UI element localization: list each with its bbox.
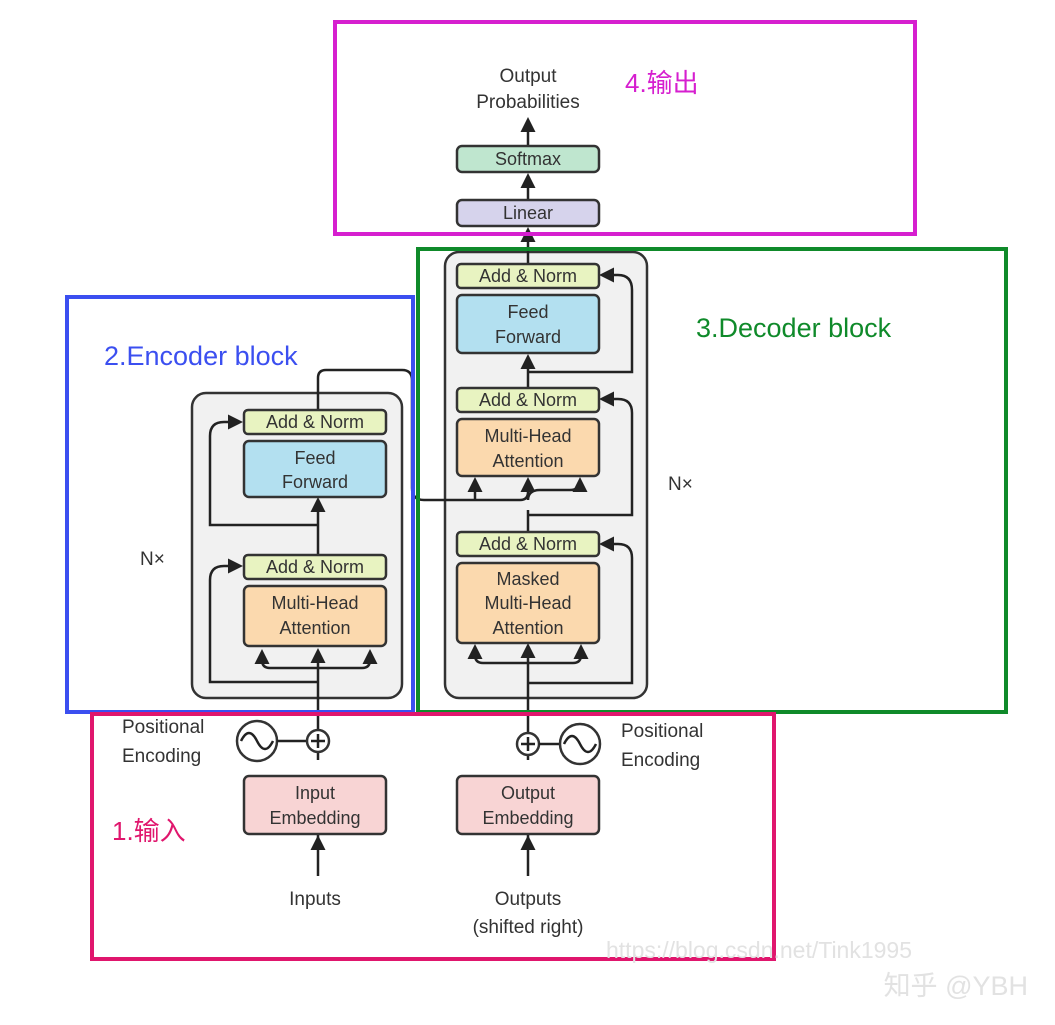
decoder-add-norm-2 xyxy=(455,386,601,414)
decoder-feed-forward xyxy=(455,293,601,355)
output-section-label: 4.输出 xyxy=(625,68,699,98)
csdn-watermark: https://blog.csdn.net/Tink1995 xyxy=(606,937,912,963)
pos-enc-right-line2: Encoding xyxy=(621,750,700,771)
output-section-outline xyxy=(333,20,917,236)
output-embedding-line2: Embedding xyxy=(482,808,573,828)
output-probabilities-line2: Probabilities xyxy=(476,92,580,113)
decoder-masked-line2: Multi-Head xyxy=(484,593,571,613)
encoder-mha-line1: Multi-Head xyxy=(271,593,358,613)
encoder-multi-head-attention xyxy=(242,584,388,648)
encoder-add-norm-bottom xyxy=(242,553,388,581)
linear-label: Linear xyxy=(503,203,553,223)
encoder-ff-line2: Forward xyxy=(282,472,348,492)
pos-enc-left-line2: Encoding xyxy=(122,746,201,767)
encoder-ff-line1: Feed xyxy=(294,448,335,468)
outputs-label-line2: (shifted right) xyxy=(473,917,584,938)
decoder-masked-line1: Masked xyxy=(496,569,559,589)
decoder-add-norm-3 xyxy=(455,530,601,558)
decoder-mha-line1: Multi-Head xyxy=(484,426,571,446)
pos-enc-right-line1: Positional xyxy=(621,721,703,742)
decoder-add-norm-3-label: Add & Norm xyxy=(479,534,577,554)
encoder-repeat-label: N× xyxy=(140,549,165,570)
inputs-label: Inputs xyxy=(289,889,341,910)
input-section-outline xyxy=(90,712,776,961)
decoder-masked-attention xyxy=(455,561,601,645)
decoder-masked-line3: Attention xyxy=(492,618,563,638)
output-embedding-box xyxy=(455,774,601,836)
input-embedding-line1: Input xyxy=(295,783,335,803)
encoder-add-norm-top-label: Add & Norm xyxy=(266,412,364,432)
linear-box xyxy=(455,198,601,228)
outputs-label-line1: Outputs xyxy=(495,889,562,910)
softmax-box xyxy=(455,144,601,174)
pos-enc-left-line1: Positional xyxy=(122,717,204,738)
encoder-feed-forward xyxy=(242,439,388,499)
output-probabilities-line1: Output xyxy=(499,66,557,87)
decoder-add-norm-2-label: Add & Norm xyxy=(479,390,577,410)
decoder-section-label: 3.Decoder block xyxy=(696,313,892,343)
zhihu-watermark: 知乎 @YBH xyxy=(884,971,1028,1001)
encoder-section-label: 2.Encoder block xyxy=(104,341,298,371)
input-section-label: 1.输入 xyxy=(112,816,186,846)
decoder-add-norm-1-label: Add & Norm xyxy=(479,266,577,286)
decoder-ff-line1: Feed xyxy=(507,302,548,322)
input-embedding-line2: Embedding xyxy=(269,808,360,828)
decoder-ff-line2: Forward xyxy=(495,327,561,347)
softmax-label: Softmax xyxy=(495,149,561,169)
input-embedding-box xyxy=(242,774,388,836)
encoder-add-norm-bottom-label: Add & Norm xyxy=(266,557,364,577)
decoder-multi-head-attention xyxy=(455,417,601,478)
output-embedding-line1: Output xyxy=(501,783,555,803)
encoder-mha-line2: Attention xyxy=(279,618,350,638)
decoder-add-norm-1 xyxy=(455,262,601,290)
decoder-repeat-label: N× xyxy=(668,474,693,495)
decoder-mha-line2: Attention xyxy=(492,451,563,471)
encoder-add-norm-top xyxy=(242,408,388,436)
